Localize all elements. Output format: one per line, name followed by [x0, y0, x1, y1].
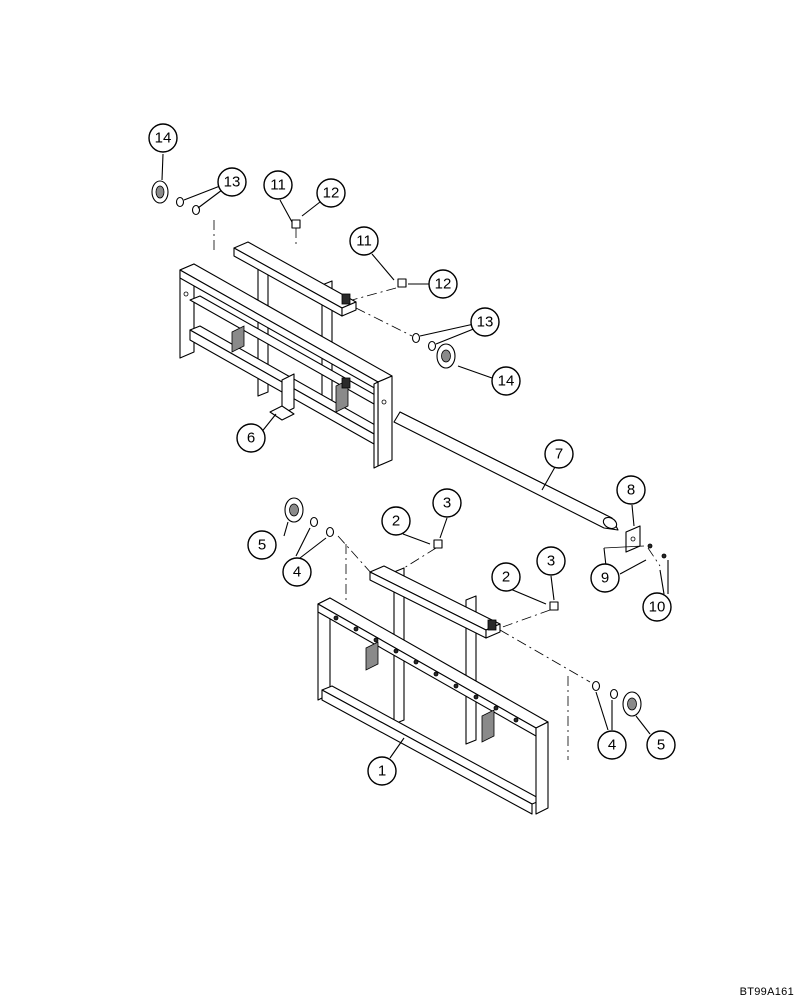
- callout-11: 11: [349, 226, 379, 256]
- svg-text:3: 3: [547, 553, 555, 570]
- lower-bolts: [403, 539, 559, 629]
- svg-text:11: 11: [356, 233, 372, 250]
- callout-1: 1: [367, 756, 397, 786]
- svg-text:1: 1: [378, 763, 386, 780]
- callout-3: 3: [432, 488, 462, 518]
- callout-14: 14: [148, 123, 178, 153]
- callout-4: 4: [282, 557, 312, 587]
- callout-8: 8: [616, 475, 646, 505]
- callout-3: 3: [536, 546, 566, 576]
- callout-12: 12: [316, 178, 346, 208]
- svg-text:13: 13: [477, 314, 494, 331]
- callout-6: 6: [236, 423, 266, 453]
- lower-left-bearing-assembly: [284, 497, 373, 600]
- upper-carriage-frame: [179, 241, 393, 469]
- svg-text:9: 9: [601, 570, 609, 587]
- callout-4: 4: [597, 730, 627, 760]
- lower-right-bearing-assembly: [499, 629, 642, 760]
- svg-text:12: 12: [323, 185, 340, 202]
- svg-text:4: 4: [608, 737, 616, 754]
- figure-code: BT99A161: [739, 986, 794, 998]
- callout-14: 14: [491, 366, 521, 396]
- callout-5: 5: [247, 530, 277, 560]
- callout-2: 2: [491, 562, 521, 592]
- upper-right-bearing-assembly: [355, 307, 456, 369]
- lower-fork-frame: [317, 565, 549, 815]
- svg-text:6: 6: [247, 430, 255, 447]
- callout-10: 10: [642, 592, 672, 622]
- svg-text:10: 10: [649, 599, 666, 616]
- callout-5: 5: [646, 730, 676, 760]
- svg-text:14: 14: [155, 130, 172, 147]
- svg-text:2: 2: [392, 513, 400, 530]
- svg-text:8: 8: [627, 482, 635, 499]
- retainer-plate-assembly: [603, 525, 667, 567]
- shaft: [393, 411, 619, 531]
- callout-7: 7: [544, 439, 574, 469]
- callout-9: 9: [590, 563, 620, 593]
- svg-text:5: 5: [657, 737, 665, 754]
- svg-text:3: 3: [443, 495, 451, 512]
- callout-13: 13: [217, 167, 247, 197]
- callout-11: 11: [263, 170, 293, 200]
- upper-bolts: [291, 219, 407, 301]
- svg-text:7: 7: [555, 446, 563, 463]
- callout-12: 12: [428, 269, 458, 299]
- svg-text:14: 14: [498, 373, 515, 390]
- svg-text:5: 5: [258, 537, 266, 554]
- svg-text:11: 11: [270, 177, 286, 194]
- svg-text:4: 4: [293, 564, 301, 581]
- callout-2: 2: [381, 506, 411, 536]
- svg-text:13: 13: [224, 174, 241, 191]
- upper-left-bearing-assembly: [151, 180, 215, 252]
- svg-text:12: 12: [435, 276, 452, 293]
- callout-13: 13: [470, 307, 500, 337]
- svg-text:2: 2: [502, 569, 510, 586]
